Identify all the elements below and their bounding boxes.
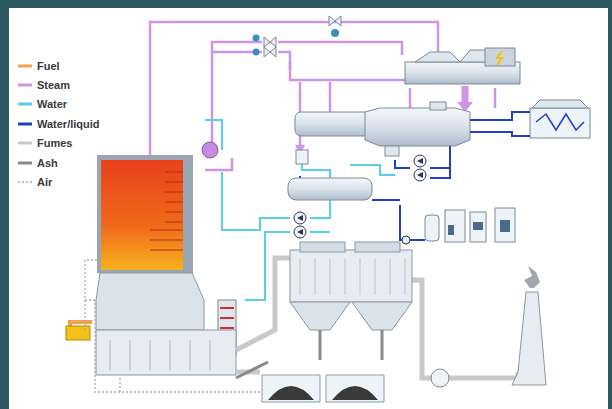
legend-entry: Ash [18, 153, 100, 172]
legend-entry: Water/liquid [18, 114, 100, 133]
legend-entry: Fuel [18, 56, 100, 75]
legend-entry: Steam [18, 75, 100, 94]
legend-swatch [18, 62, 32, 70]
legend-swatch [18, 120, 32, 128]
legend-swatch [18, 159, 32, 167]
legend-entry: Water [18, 95, 100, 114]
legend-label: Steam [37, 79, 70, 91]
legend-label: Water [37, 98, 67, 110]
legend-swatch [18, 139, 32, 147]
legend-entry: Fumes [18, 134, 100, 153]
legend-label: Fuel [37, 60, 60, 72]
legend-label: Fumes [37, 137, 72, 149]
legend-swatch [18, 100, 32, 108]
legend-label: Air [37, 176, 52, 188]
legend-label: Water/liquid [37, 118, 100, 130]
legend-label: Ash [37, 157, 58, 169]
legend-swatch [18, 178, 32, 186]
legend: FuelSteamWaterWater/liquidFumesAshAir [18, 56, 100, 192]
legend-entry: Air [18, 172, 100, 191]
legend-swatch [18, 81, 32, 89]
